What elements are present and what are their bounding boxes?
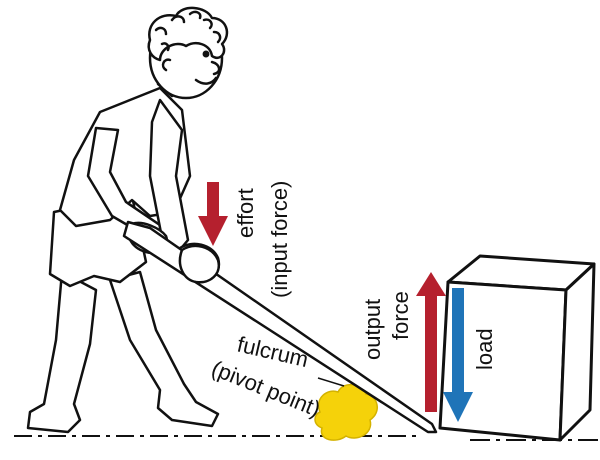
load-label: load [472, 328, 497, 370]
input-force-label: (input force) [267, 181, 292, 298]
fulcrum-pointer-line [318, 378, 344, 386]
front-hand-icon [180, 246, 219, 282]
effort-arrow-icon [198, 182, 228, 246]
person-figure-icon [28, 8, 227, 432]
output-label: output [360, 299, 385, 360]
force-label: force [388, 291, 413, 340]
effort-label: effort [233, 188, 258, 238]
